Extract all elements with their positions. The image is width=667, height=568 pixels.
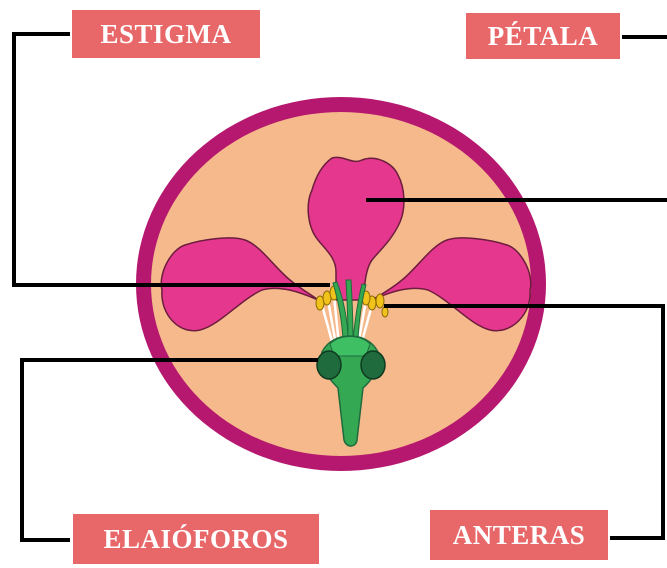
anther: [376, 294, 384, 308]
elaiophore: [361, 351, 385, 379]
label-petal: PÉTALA: [466, 13, 620, 59]
label-elaiophores: ELAIÓFOROS: [73, 514, 319, 564]
label-stigma-text: ESTIGMA: [100, 21, 231, 48]
label-stigma: ESTIGMA: [72, 10, 260, 58]
label-petal-text: PÉTALA: [488, 23, 599, 50]
elaiophore: [317, 351, 341, 379]
label-elaiophores-text: ELAIÓFOROS: [103, 526, 288, 553]
label-anthers-text: ANTERAS: [453, 522, 586, 549]
anther: [382, 307, 388, 317]
label-anthers: ANTERAS: [430, 510, 608, 560]
